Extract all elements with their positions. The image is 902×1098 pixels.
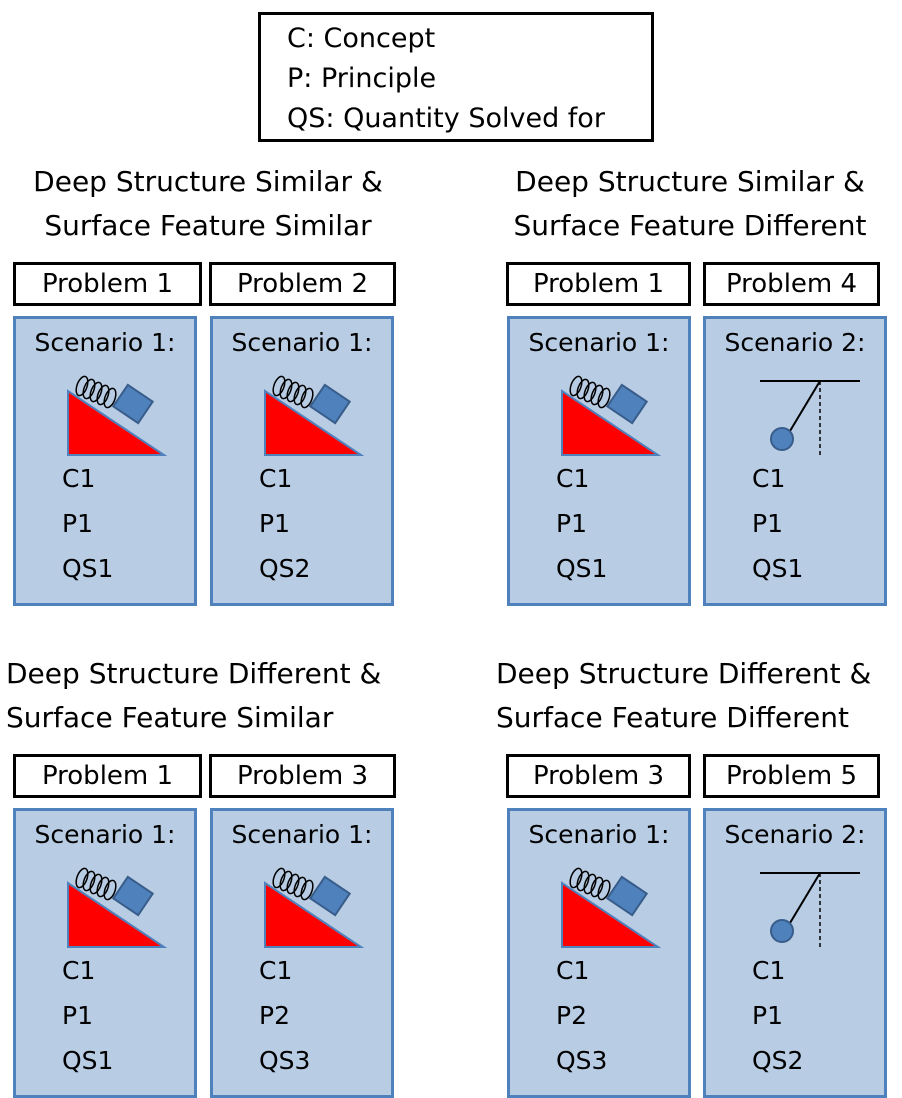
scenario-title: Scenario 2: <box>724 328 866 357</box>
quantity-value: QS1 <box>62 554 114 583</box>
scenario-card: Scenario 1: C1 P2 QS3 <box>210 808 394 1098</box>
scenario-card: Scenario 1: C1 P1 QS2 <box>210 316 394 606</box>
scenario-card: Scenario 2: C1 P1 QS2 <box>703 808 887 1098</box>
concept-value: C1 <box>752 464 786 493</box>
group-title: Deep Structure Different & Surface Featu… <box>496 657 872 734</box>
scenario-card: Scenario 1: C1 P1 QS1 <box>13 808 197 1098</box>
concept-value: C1 <box>259 956 293 985</box>
group-title: Deep Structure Similar & Surface Feature… <box>33 165 383 242</box>
quantity-value: QS3 <box>259 1046 311 1075</box>
legend-item-quantity: QS: Quantity Solved for <box>287 103 605 134</box>
scenario-title: Scenario 1: <box>34 820 176 849</box>
pendulum-icon <box>760 380 860 455</box>
spring-incline-icon <box>67 867 168 948</box>
legend-box: C: Concept P: Principle QS: Quantity Sol… <box>258 12 654 142</box>
scenario-card: Scenario 1: C1 P1 QS1 <box>507 316 691 606</box>
principle-value: P2 <box>259 1001 290 1030</box>
concept-value: C1 <box>556 464 590 493</box>
principle-value: P1 <box>62 509 93 538</box>
concept-value: C1 <box>62 956 96 985</box>
concept-value: C1 <box>752 956 786 985</box>
principle-value: P1 <box>752 509 783 538</box>
quantity-value: QS2 <box>752 1046 804 1075</box>
scenario-card: Scenario 1: C1 P1 QS1 <box>13 316 197 606</box>
group-similar-different: Deep Structure Similar & Surface Feature… <box>490 160 900 610</box>
problem-label: Problem 2 <box>209 262 396 306</box>
quantity-value: QS1 <box>556 554 608 583</box>
problem-label: Problem 3 <box>506 754 691 798</box>
principle-value: P1 <box>62 1001 93 1030</box>
quantity-value: QS1 <box>62 1046 114 1075</box>
principle-value: P2 <box>556 1001 587 1030</box>
problem-label: Problem 3 <box>209 754 396 798</box>
scenario-card: Scenario 2: C1 P1 QS1 <box>703 316 887 606</box>
problem-label: Problem 5 <box>703 754 880 798</box>
quantity-value: QS3 <box>556 1046 608 1075</box>
principle-value: P1 <box>556 509 587 538</box>
spring-incline-icon <box>561 375 662 456</box>
group-similar-similar: Deep Structure Similar & Surface Feature… <box>8 160 408 610</box>
scenario-title: Scenario 1: <box>231 820 373 849</box>
scenario-card: Scenario 1: C1 P2 QS3 <box>507 808 691 1098</box>
group-different-similar: Deep Structure Different & Surface Featu… <box>6 652 418 1098</box>
problem-label: Problem 1 <box>13 262 202 306</box>
scenario-title: Scenario 1: <box>528 328 670 357</box>
problem-label: Problem 4 <box>703 262 880 306</box>
concept-value: C1 <box>556 956 590 985</box>
spring-incline-icon <box>264 867 365 948</box>
quantity-value: QS1 <box>752 554 804 583</box>
problem-label: Problem 1 <box>13 754 202 798</box>
legend-item-principle: P: Principle <box>287 63 437 94</box>
concept-value: C1 <box>259 464 293 493</box>
legend-item-concept: C: Concept <box>287 23 436 54</box>
scenario-title: Scenario 1: <box>34 328 176 357</box>
quantity-value: QS2 <box>259 554 311 583</box>
principle-value: P1 <box>752 1001 783 1030</box>
group-title: Deep Structure Different & Surface Featu… <box>6 657 382 734</box>
group-title: Deep Structure Similar & Surface Feature… <box>513 165 867 242</box>
spring-incline-icon <box>67 375 168 456</box>
pendulum-icon <box>760 872 860 947</box>
group-different-different: Deep Structure Different & Surface Featu… <box>490 652 900 1098</box>
spring-incline-icon <box>561 867 662 948</box>
problem-label: Problem 1 <box>506 262 691 306</box>
scenario-title: Scenario 2: <box>724 820 866 849</box>
scenario-title: Scenario 1: <box>231 328 373 357</box>
spring-incline-icon <box>264 375 365 456</box>
scenario-title: Scenario 1: <box>528 820 670 849</box>
principle-value: P1 <box>259 509 290 538</box>
concept-value: C1 <box>62 464 96 493</box>
